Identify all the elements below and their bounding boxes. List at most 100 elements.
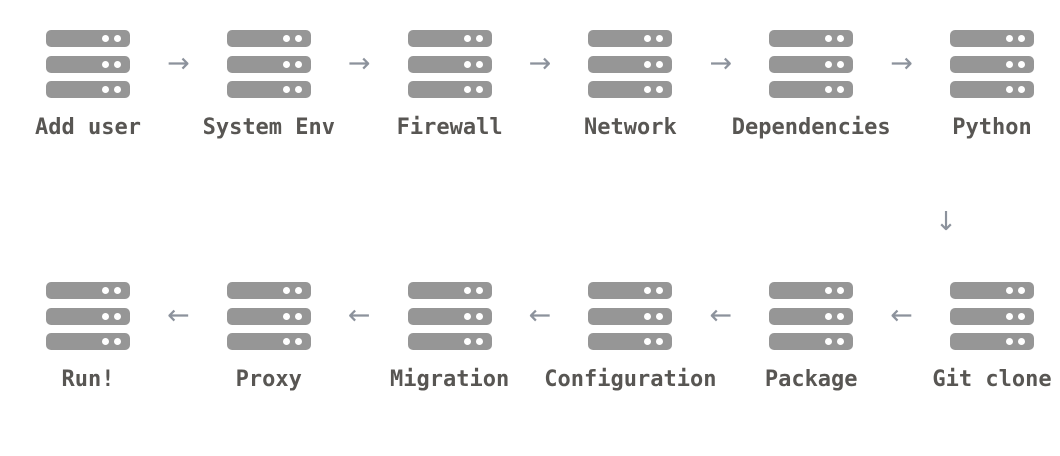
- server-led-icon: [644, 312, 652, 320]
- server-led-icon: [1005, 86, 1013, 93]
- server-led-icon: [463, 287, 471, 294]
- server-led-icon: [656, 86, 664, 93]
- flow-connector: ←: [674, 282, 767, 393]
- server-bar: [949, 307, 1034, 325]
- server-bar: [226, 333, 311, 350]
- flow-connector: →: [855, 30, 948, 141]
- server-led-icon: [282, 86, 290, 93]
- server-led-icon: [102, 86, 109, 93]
- server-led-icon: [475, 35, 483, 42]
- server-led-icon: [1017, 35, 1025, 42]
- server-bar: [46, 282, 130, 299]
- server-bar: [949, 55, 1034, 73]
- server-bar: [226, 282, 311, 299]
- server-led-icon: [282, 35, 290, 42]
- arrow-right-icon: →: [167, 48, 190, 79]
- server-bar: [588, 307, 673, 325]
- server-led-icon: [294, 35, 302, 42]
- flow-node-configuration[interactable]: Configuration: [544, 282, 716, 393]
- server-led-icon: [1017, 287, 1025, 294]
- flow-node-run[interactable]: Run!: [44, 282, 132, 393]
- server-led-icon: [837, 287, 845, 294]
- server-led-icon: [114, 86, 121, 93]
- server-stack-icon: [588, 282, 673, 350]
- flow-node-label: Firewall: [396, 115, 503, 140]
- flow-node-package[interactable]: Package: [764, 282, 858, 393]
- server-led-icon: [475, 338, 483, 345]
- flow-node-proxy[interactable]: Proxy: [225, 282, 313, 393]
- arrow-down-icon: ↓: [935, 207, 957, 237]
- server-led-icon: [294, 287, 302, 294]
- server-led-icon: [825, 312, 833, 320]
- flow-node-firewall[interactable]: Firewall: [397, 30, 503, 141]
- server-bar: [588, 282, 673, 299]
- server-bar: [407, 333, 492, 350]
- server-led-icon: [475, 86, 483, 93]
- server-bar: [588, 81, 673, 98]
- flow-node-dependencies[interactable]: Dependencies: [732, 30, 891, 141]
- server-bar: [46, 81, 130, 98]
- arrow-right-icon: →: [890, 48, 913, 79]
- server-bar: [769, 81, 854, 98]
- arrow-left-icon: ←: [709, 300, 733, 331]
- server-led-icon: [294, 60, 302, 68]
- server-led-icon: [1017, 312, 1025, 320]
- flow-node-python[interactable]: Python: [948, 30, 1036, 141]
- server-led-icon: [294, 312, 302, 320]
- server-led-icon: [294, 338, 302, 345]
- server-led-icon: [825, 35, 833, 42]
- server-led-icon: [114, 35, 121, 42]
- server-led-icon: [463, 338, 471, 345]
- flow-node-label: Migration: [389, 367, 510, 392]
- flow-node-system-env[interactable]: System Env: [203, 30, 335, 141]
- server-led-icon: [475, 60, 483, 68]
- server-led-icon: [644, 60, 652, 68]
- server-led-icon: [656, 338, 664, 345]
- server-led-icon: [825, 86, 833, 93]
- server-led-icon: [114, 312, 121, 320]
- server-led-icon: [102, 35, 109, 42]
- server-bar: [407, 30, 492, 47]
- server-bar: [226, 55, 311, 73]
- server-bar: [407, 55, 492, 73]
- server-bar: [407, 307, 492, 325]
- server-bar: [407, 282, 492, 299]
- server-led-icon: [644, 338, 652, 345]
- server-stack-icon: [46, 30, 130, 98]
- server-led-icon: [102, 287, 109, 294]
- server-led-icon: [837, 338, 845, 345]
- server-led-icon: [294, 86, 302, 93]
- server-led-icon: [463, 35, 471, 42]
- server-bar: [46, 55, 130, 73]
- flow-node-label: Network: [584, 115, 677, 140]
- server-led-icon: [463, 312, 471, 320]
- server-bar: [226, 307, 311, 325]
- flow-node-label: Dependencies: [731, 115, 891, 140]
- server-led-icon: [102, 338, 109, 345]
- flow-node-network[interactable]: Network: [584, 30, 677, 141]
- server-led-icon: [1017, 60, 1025, 68]
- server-led-icon: [1005, 35, 1013, 42]
- flow-node-add-user[interactable]: Add user: [35, 30, 141, 141]
- flow-node-label: Package: [764, 367, 858, 392]
- arrow-left-icon: ←: [890, 300, 913, 331]
- server-led-icon: [475, 312, 483, 320]
- server-bar: [46, 30, 130, 47]
- server-led-icon: [282, 338, 290, 345]
- server-stack-icon: [226, 282, 311, 350]
- server-led-icon: [825, 338, 833, 345]
- server-led-icon: [1005, 312, 1013, 320]
- server-bar: [46, 333, 130, 350]
- server-led-icon: [475, 287, 483, 294]
- server-led-icon: [837, 60, 845, 68]
- flow-node-git-clone[interactable]: Git clone: [932, 282, 1052, 393]
- arrow-right-icon: →: [347, 48, 371, 79]
- arrow-right-icon: →: [528, 48, 552, 79]
- server-bar: [769, 333, 854, 350]
- flow-node-migration[interactable]: Migration: [390, 282, 509, 393]
- server-bar: [769, 282, 854, 299]
- flow-node-label: Configuration: [544, 367, 717, 392]
- flow-row-bottom: Run! ← Proxy ← Migration ←: [0, 282, 1060, 393]
- server-led-icon: [644, 35, 652, 42]
